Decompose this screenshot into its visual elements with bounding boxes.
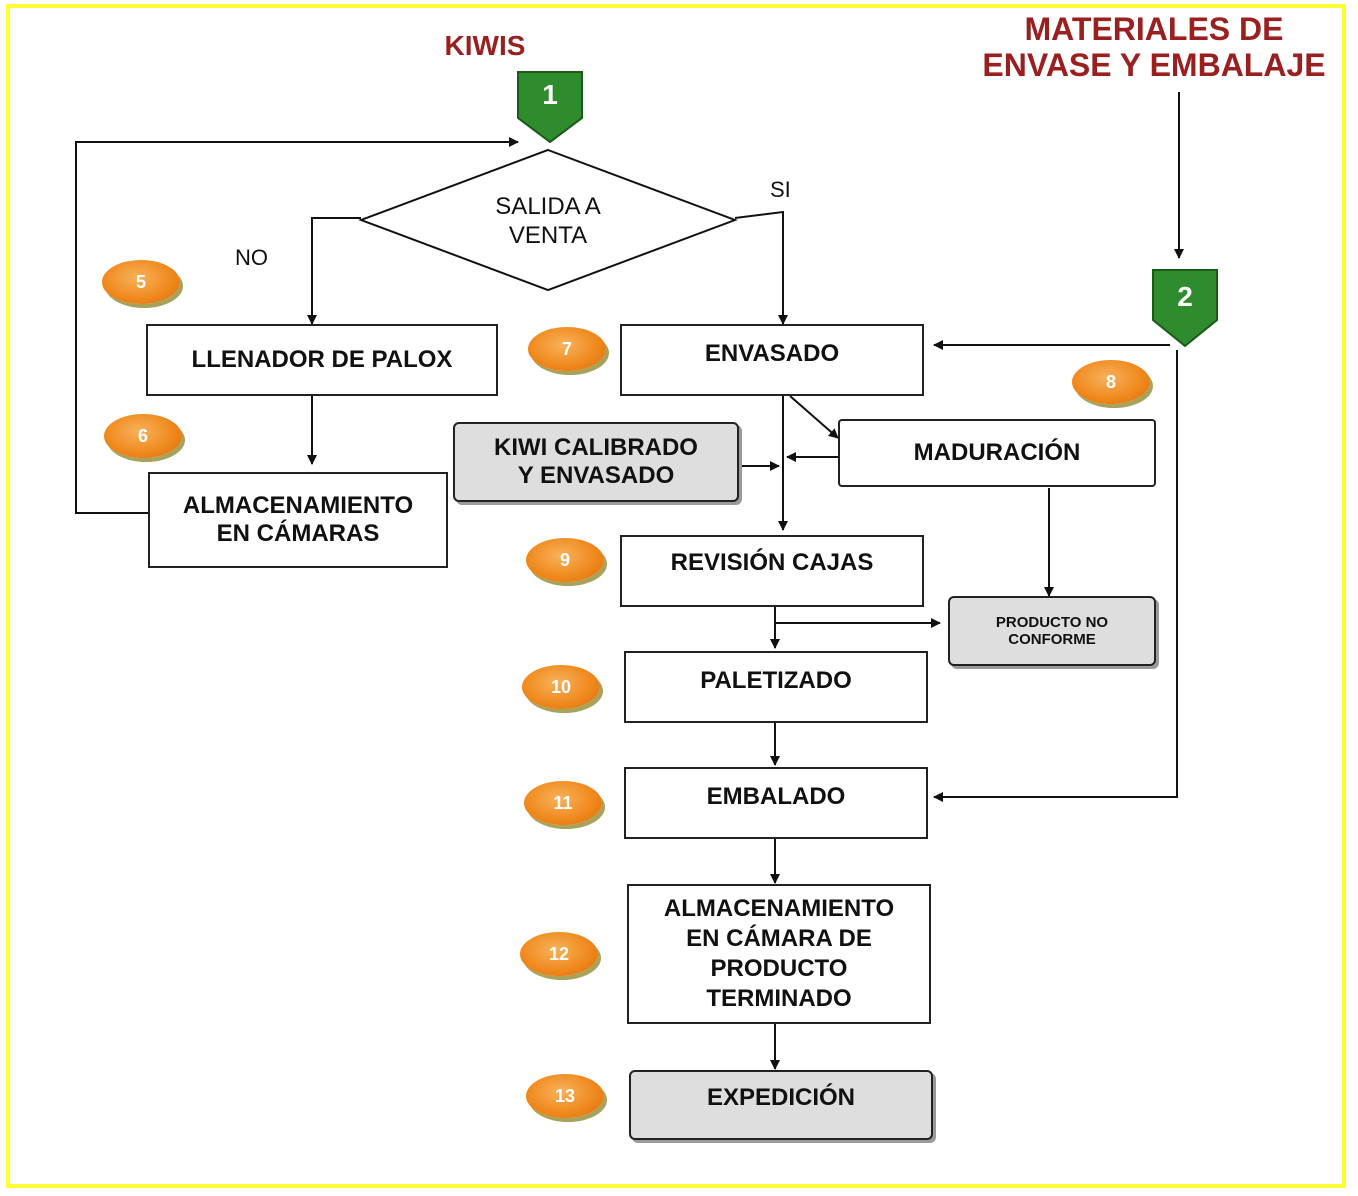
step-badge-10: 10 bbox=[522, 665, 600, 709]
box-envasado: ENVASADO bbox=[620, 324, 924, 396]
kiwis-title: KIWIS bbox=[444, 30, 526, 61]
arrow-no-branch bbox=[307, 217, 361, 325]
box-expedicion: EXPEDICIÓN bbox=[629, 1070, 933, 1140]
box-no-conforme-label: PRODUCTO NO CONFORME bbox=[995, 613, 1109, 648]
box-maduracion: MADURACIÓN bbox=[838, 419, 1156, 487]
step-badge-6: 6 bbox=[104, 414, 182, 458]
decision-label: SALIDA A VENTA bbox=[495, 193, 601, 249]
box-revision-cajas: REVISIÓN CAJAS bbox=[620, 535, 924, 607]
box-almacenamiento-terminado-label: ALMACENAMIENTO EN CÁMARA DE PRODUCTO TER… bbox=[663, 895, 895, 1012]
step-badge-11: 11 bbox=[524, 781, 602, 825]
decision-diamond bbox=[358, 148, 738, 292]
box-almacenamiento-en-camaras: ALMACENAMIENTO EN CÁMARAS bbox=[148, 472, 448, 568]
box-envasado-label: ENVASADO bbox=[704, 340, 840, 367]
step-badge-8: 8 bbox=[1072, 360, 1150, 404]
box-maduracion-label: MADURACIÓN bbox=[913, 439, 1081, 467]
arrow-si-branch bbox=[734, 210, 788, 325]
step-badge-9: 9 bbox=[526, 538, 604, 582]
box-kiwi-calibrado-y-envasado: KIWI CALIBRADO Y ENVASADO bbox=[453, 422, 739, 502]
materiales-title: MATERIALES DE ENVASE Y EMBALAJE bbox=[982, 11, 1326, 83]
box-producto-no-conforme: PRODUCTO NO CONFORME bbox=[948, 596, 1156, 666]
box-expedicion-label: EXPEDICIÓN bbox=[706, 1084, 856, 1111]
step-badge-13: 13 bbox=[526, 1074, 604, 1118]
kiwis-marker-number: 1 bbox=[542, 79, 558, 110]
box-almacenamiento-camara-producto-terminado: ALMACENAMIENTO EN CÁMARA DE PRODUCTO TER… bbox=[627, 884, 931, 1024]
arrow-loop-to-decision bbox=[75, 137, 519, 514]
box-llenador-de-palox: LLENADOR DE PALOX bbox=[146, 324, 498, 396]
arrow-marker2-embalado bbox=[933, 350, 1178, 802]
decision-no-label: NO bbox=[235, 245, 268, 270]
step-badge-12: 12 bbox=[520, 932, 598, 976]
kiwis-marker-shape: 1 bbox=[517, 71, 583, 144]
box-paletizado: PALETIZADO bbox=[624, 651, 928, 723]
box-kiwi-calibrado-label: KIWI CALIBRADO Y ENVASADO bbox=[494, 434, 698, 489]
step-badge-7: 7 bbox=[528, 327, 606, 371]
step-badge-5: 5 bbox=[102, 260, 180, 304]
materiales-marker-shape: 2 bbox=[1152, 269, 1218, 348]
box-almacenamiento-camaras-label: ALMACENAMIENTO EN CÁMARAS bbox=[182, 492, 414, 547]
arrow-envasado-maduracion bbox=[789, 395, 839, 439]
decision-yes-label: SI bbox=[770, 177, 791, 202]
box-embalado: EMBALADO bbox=[624, 767, 928, 839]
box-revision-label: REVISIÓN CAJAS bbox=[670, 549, 874, 576]
box-llenador-label: LLENADOR DE PALOX bbox=[191, 346, 453, 374]
box-paletizado-label: PALETIZADO bbox=[700, 667, 852, 694]
diagram-frame bbox=[6, 4, 1346, 1188]
box-embalado-label: EMBALADO bbox=[706, 783, 846, 810]
materiales-marker-number: 2 bbox=[1177, 281, 1193, 312]
